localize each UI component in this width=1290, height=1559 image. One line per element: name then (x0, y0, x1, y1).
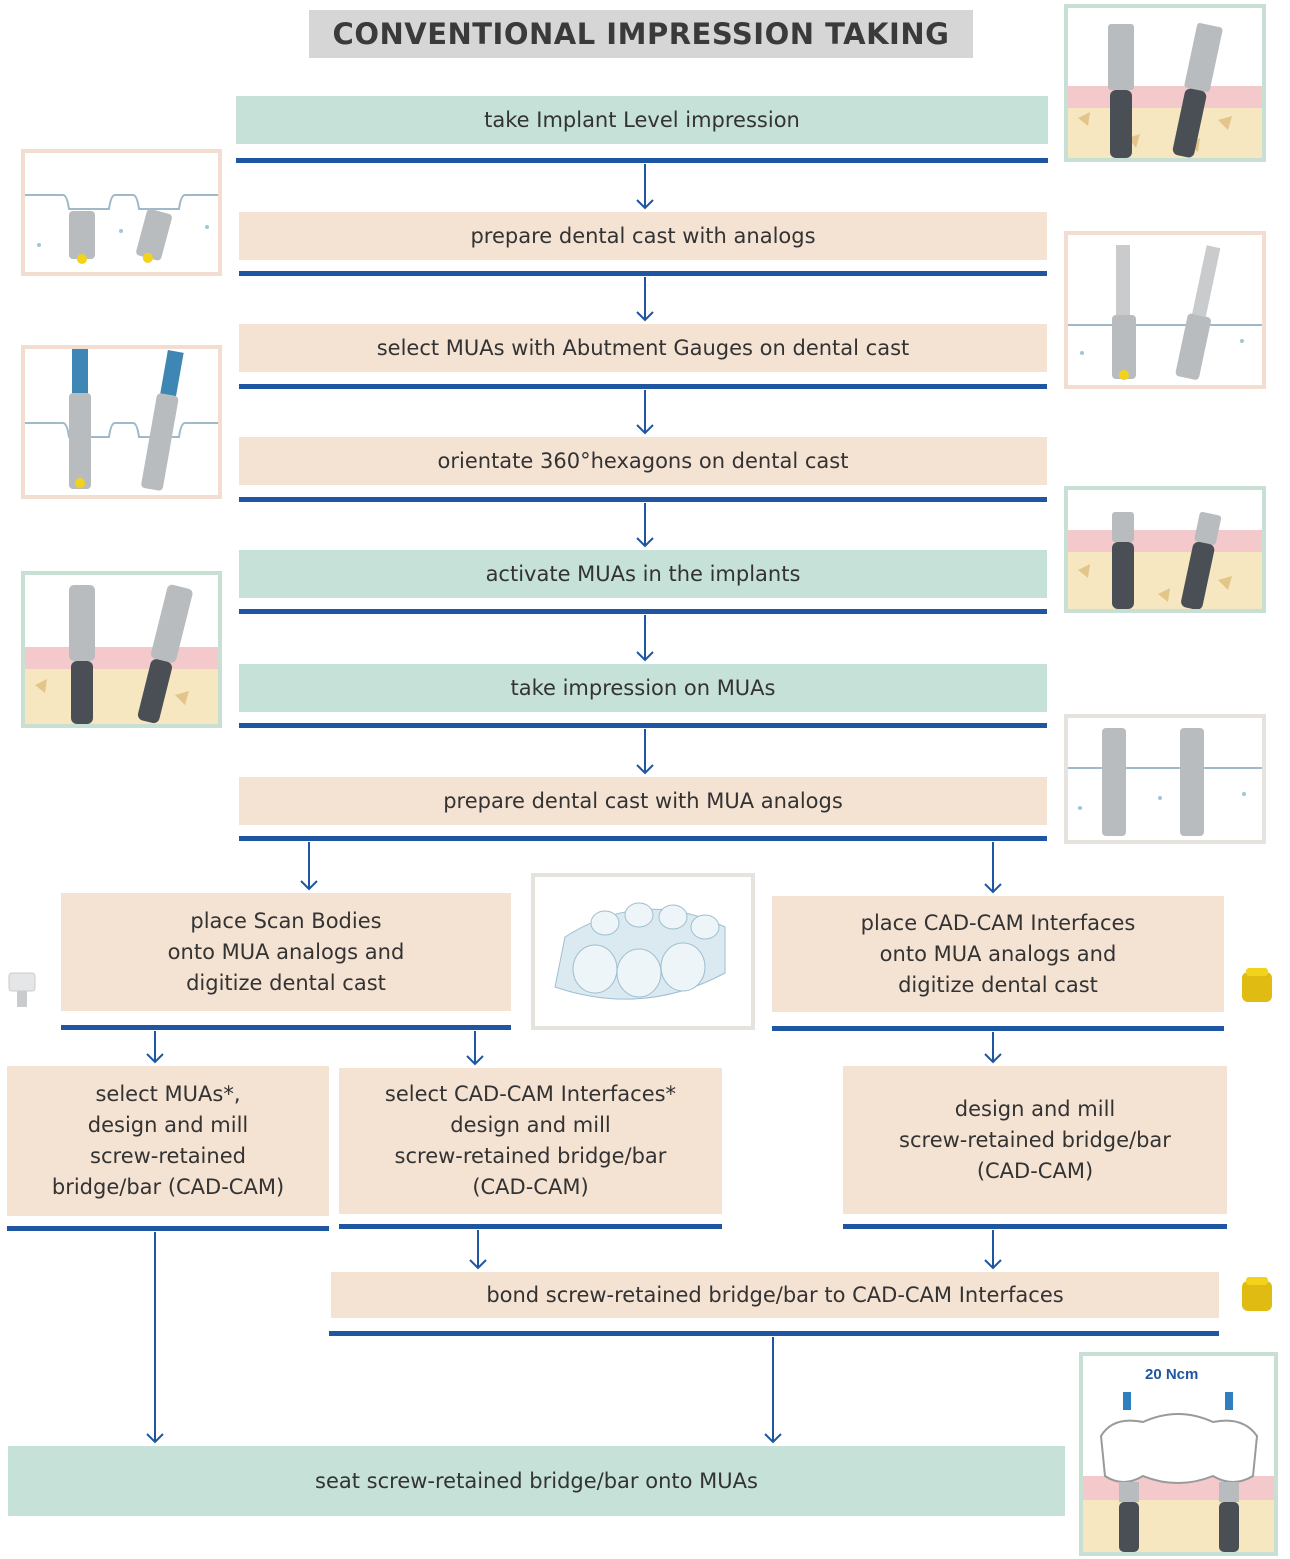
divider-line (339, 1224, 722, 1229)
divider-line (329, 1331, 1219, 1336)
divider-line (7, 1226, 329, 1231)
text-line: design and mill (954, 1096, 1116, 1121)
divider-line (772, 1026, 1224, 1031)
step-activate-muas: activate MUAs in the implants (239, 550, 1047, 598)
arrow (636, 277, 654, 322)
step-select-cad-cam-interfaces-design-mill: select CAD-CAM Interfaces* design and mi… (339, 1068, 722, 1214)
text-line: screw-retained bridge/bar (394, 1144, 667, 1168)
step-prepare-dental-cast: prepare dental cast with analogs (239, 212, 1047, 260)
text-line: digitize dental cast (186, 970, 386, 995)
arrow (300, 842, 318, 891)
step-take-implant-level-impression: take Implant Level impression (236, 96, 1048, 144)
text-line: screw-retained (90, 1144, 246, 1168)
text-line: onto MUA analogs and (167, 939, 405, 964)
step-place-cad-cam-interfaces: place CAD-CAM Interfaces onto MUA analog… (772, 896, 1224, 1012)
arrow (469, 1230, 487, 1270)
mua-activation-illustration (1064, 486, 1266, 613)
analog-cast-illustration (21, 149, 222, 276)
arrow (636, 615, 654, 662)
text-line: onto MUA analogs and (879, 941, 1117, 966)
arrow (764, 1337, 782, 1444)
text-line: design and mill (87, 1113, 249, 1137)
arrow (636, 390, 654, 435)
divider-line (239, 497, 1047, 502)
step-bond-bridge: bond screw-retained bridge/bar to CAD-CA… (331, 1272, 1219, 1318)
scan-body-icon (5, 969, 41, 1011)
arrow (146, 1232, 164, 1444)
step-seat-bridge: seat screw-retained bridge/bar onto MUAs (8, 1446, 1065, 1516)
implant-level-impression-illustration (1064, 4, 1266, 162)
final-bridge-illustration: 20 Ncm (1079, 1352, 1278, 1556)
arrow (466, 1031, 484, 1066)
text-line: design and mill (450, 1113, 611, 1137)
text-line: place Scan Bodies (190, 908, 382, 933)
torque-label: 20 Ncm (1145, 1366, 1199, 1383)
abutment-gauge-illustration (1064, 231, 1266, 389)
step-place-scan-bodies: place Scan Bodies onto MUA analogs and d… (61, 893, 511, 1011)
divider-line (236, 158, 1048, 163)
arrow (636, 503, 654, 548)
text-line: select CAD-CAM Interfaces* (384, 1082, 677, 1106)
divider-line (843, 1224, 1227, 1229)
divider-line (239, 723, 1047, 728)
digital-model-illustration (531, 873, 755, 1030)
step-take-impression-on-muas: take impression on MUAs (239, 664, 1047, 712)
arrow (636, 729, 654, 775)
text-line: (CAD-CAM) (472, 1175, 589, 1199)
divider-line (239, 609, 1047, 614)
text-line: screw-retained bridge/bar (899, 1127, 1171, 1152)
step-select-muas-design-mill: select MUAs*, design and mill screw-reta… (7, 1066, 329, 1216)
mua-analog-cast-illustration (1064, 714, 1266, 844)
step-prepare-mua-analogs: prepare dental cast with MUA analogs (239, 777, 1047, 825)
mua-impression-illustration (21, 571, 222, 728)
step-select-muas: select MUAs with Abutment Gauges on dent… (239, 324, 1047, 372)
divider-line (239, 271, 1047, 276)
cad-cam-interface-icon (1236, 966, 1280, 1008)
arrow (984, 1032, 1002, 1064)
arrow (636, 164, 654, 210)
cad-cam-interface-icon (1236, 1275, 1280, 1317)
text-line: (CAD-CAM) (976, 1158, 1094, 1183)
text-line: digitize dental cast (898, 972, 1098, 997)
text-line: place CAD-CAM Interfaces (860, 910, 1136, 935)
page-title: CONVENTIONAL IMPRESSION TAKING (309, 10, 973, 58)
arrow (984, 1230, 1002, 1270)
step-orientate-hexagons: orientate 360°hexagons on dental cast (239, 437, 1047, 485)
arrow (984, 842, 1002, 894)
divider-line (61, 1025, 511, 1030)
text-line: select MUAs*, (95, 1082, 241, 1106)
hexagon-orientation-illustration (21, 345, 222, 499)
text-line: bridge/bar (CAD-CAM) (51, 1175, 285, 1199)
divider-line (239, 836, 1047, 841)
step-design-mill: design and mill screw-retained bridge/ba… (843, 1066, 1227, 1214)
arrow (146, 1031, 164, 1064)
divider-line (239, 384, 1047, 389)
